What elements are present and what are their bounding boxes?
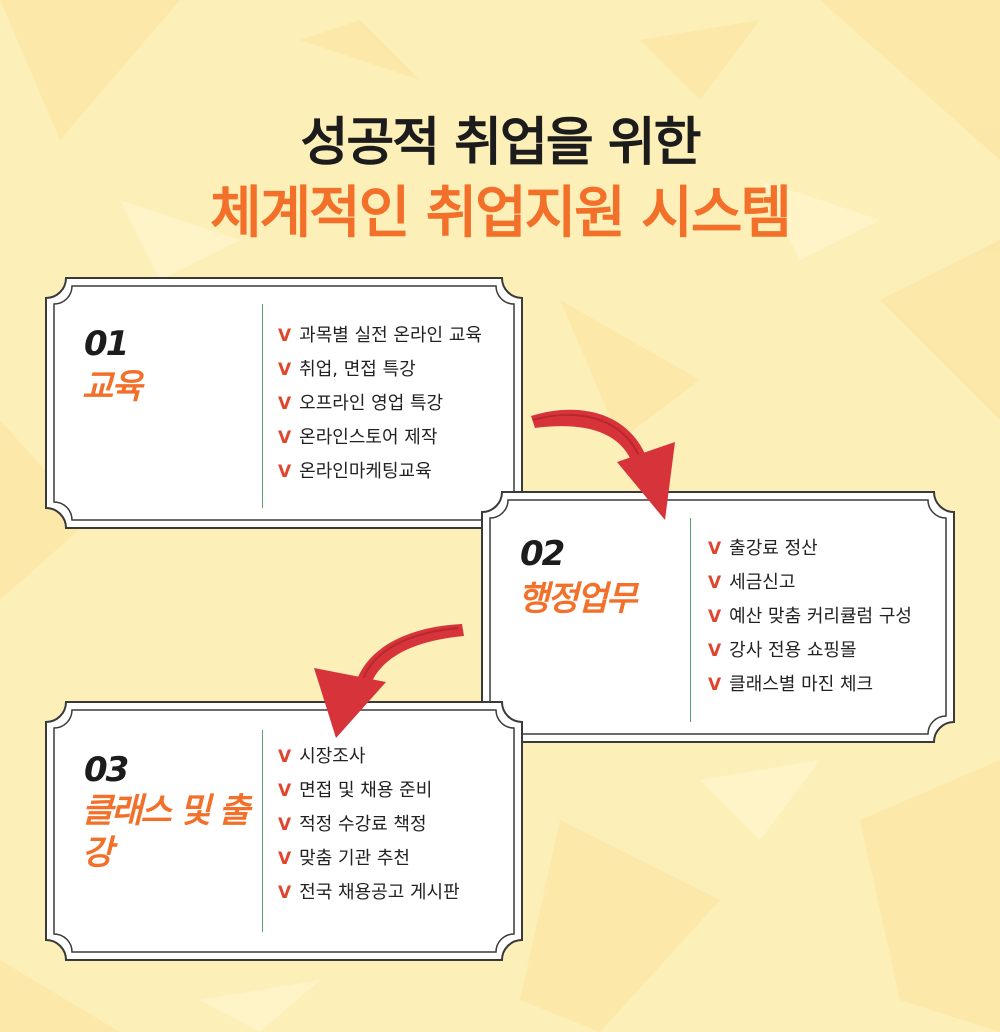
divider xyxy=(262,730,263,932)
step-item-list: V 시장조사 V 면접 및 채용 준비 V 적정 수강료 책정 V 맞춤 기관 추천 V… xyxy=(278,740,460,910)
item-label: 맞춤 기관 추천 xyxy=(299,848,410,869)
list-item: V 전국 채용공고 게시판 xyxy=(278,876,460,910)
step-number: 03 xyxy=(84,750,129,790)
check-marker: V xyxy=(278,462,292,482)
check-marker: V xyxy=(278,360,292,380)
card-frame xyxy=(481,491,955,743)
list-item: V 오프라인 영업 특강 xyxy=(278,387,482,421)
list-item: V 맞춤 기관 추천 xyxy=(278,842,460,876)
check-marker: V xyxy=(278,428,292,448)
item-label: 면접 및 채용 준비 xyxy=(299,780,433,801)
list-item: V 과목별 실전 온라인 교육 xyxy=(278,319,482,353)
card-frame xyxy=(45,701,523,961)
list-item: V 예산 맞춤 커리큘럼 구성 xyxy=(708,600,912,634)
list-item: V 시장조사 xyxy=(278,740,460,774)
check-marker: V xyxy=(708,607,722,627)
list-item: V 출강료 정산 xyxy=(708,532,912,566)
check-marker: V xyxy=(278,781,292,801)
list-item: V 취업, 면접 특강 xyxy=(278,353,482,387)
check-marker: V xyxy=(278,883,292,903)
step-title: 클래스 및 출강 xyxy=(82,791,250,873)
list-item: V 세금신고 xyxy=(708,566,912,600)
check-marker: V xyxy=(708,539,722,559)
divider xyxy=(262,304,263,508)
item-label: 예산 맞춤 커리큘럼 구성 xyxy=(729,606,912,627)
item-label: 적정 수강료 책정 xyxy=(299,814,427,835)
step-card-class-and-lecture: 03 클래스 및 출강 V 시장조사 V 면접 및 채용 준비 V 적정 수강료 책정… xyxy=(40,696,528,966)
check-marker: V xyxy=(278,394,292,414)
list-item: V 강사 전용 쇼핑몰 xyxy=(708,634,912,668)
item-label: 강사 전용 쇼핑몰 xyxy=(729,640,857,661)
item-label: 전국 채용공고 게시판 xyxy=(299,882,460,903)
item-label: 온라인스토어 제작 xyxy=(299,427,438,448)
step-card-administration: 02 행정업무 V 출강료 정산 V 세금신고 V 예산 맞춤 커리큘럼 구성 V 강사… xyxy=(476,486,960,748)
item-label: 오프라인 영업 특강 xyxy=(299,393,444,414)
item-label: 시장조사 xyxy=(299,746,366,767)
check-marker: V xyxy=(708,675,722,695)
headline-line-2: 체계적인 취업지원 시스템 xyxy=(210,181,792,246)
check-marker: V xyxy=(708,641,722,661)
list-item: V 면접 및 채용 준비 xyxy=(278,774,460,808)
step-card-education: 01 교육 V 과목별 실전 온라인 교육 V 취업, 면접 특강 V 오프라인 영업… xyxy=(40,272,528,534)
divider xyxy=(690,518,691,722)
check-marker: V xyxy=(708,573,722,593)
step-number: 02 xyxy=(520,534,565,574)
curved-arrow-icon xyxy=(531,409,675,520)
item-label: 클래스별 마진 체크 xyxy=(729,674,874,695)
curved-arrow-icon xyxy=(314,624,464,738)
item-label: 과목별 실전 온라인 교육 xyxy=(299,325,482,346)
step-number: 01 xyxy=(84,324,129,364)
item-label: 취업, 면접 특강 xyxy=(299,359,416,380)
check-marker: V xyxy=(278,815,292,835)
list-item: V 적정 수강료 책정 xyxy=(278,808,460,842)
check-marker: V xyxy=(278,849,292,869)
item-label: 온라인마케팅교육 xyxy=(299,461,432,482)
step-title: 교육 xyxy=(82,367,143,407)
item-label: 출강료 정산 xyxy=(729,538,818,559)
list-item: V 온라인스토어 제작 xyxy=(278,421,482,455)
list-item: V 온라인마케팅교육 xyxy=(278,455,482,489)
check-marker: V xyxy=(278,747,292,767)
step-title: 행정업무 xyxy=(518,579,637,619)
headline-line-1: 성공적 취업을 위한 xyxy=(300,113,702,173)
item-label: 세금신고 xyxy=(729,572,796,593)
list-item: V 클래스별 마진 체크 xyxy=(708,668,912,702)
check-marker: V xyxy=(278,326,292,346)
